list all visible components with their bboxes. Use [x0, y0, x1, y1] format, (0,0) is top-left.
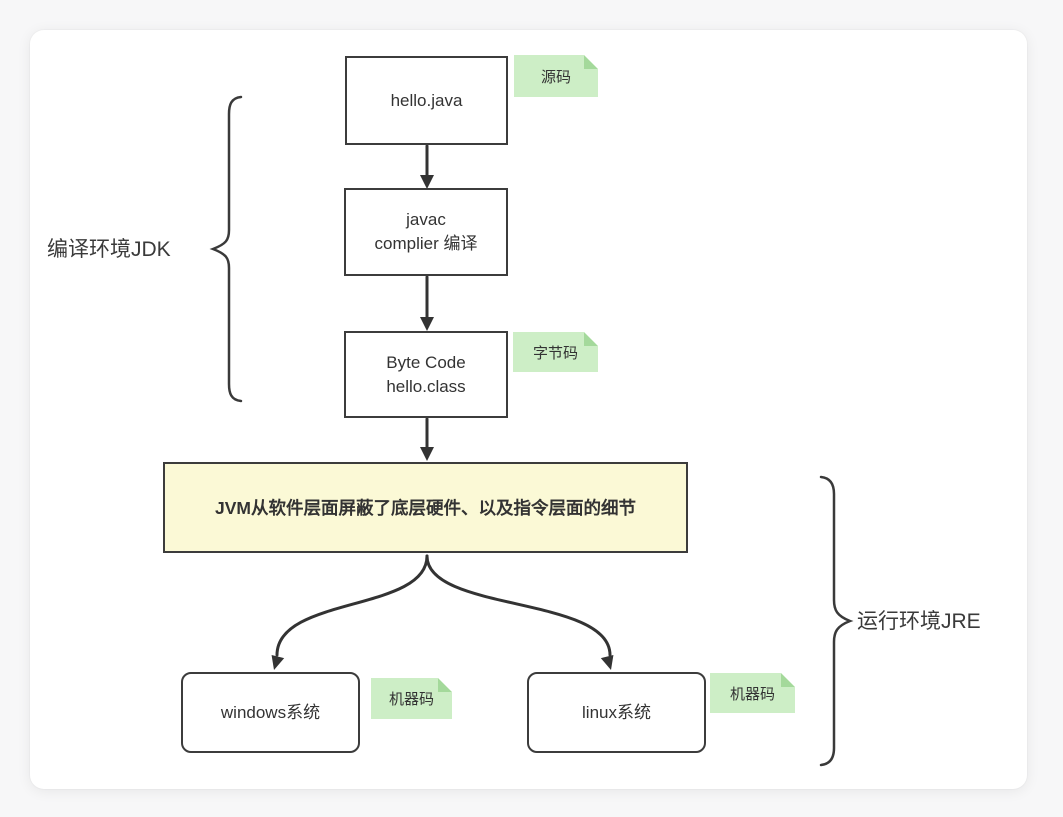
sticky-note-machinecode-linux-label: 机器码: [729, 685, 775, 703]
sticky-note-source-label: 源码: [540, 68, 571, 86]
sticky-note-bytecode: 字节码: [513, 332, 598, 372]
sticky-note-machinecode-windows: 机器码: [371, 678, 452, 719]
sticky-note-machinecode-linux: 机器码: [710, 673, 795, 713]
node-windows: windows系统: [181, 672, 360, 753]
node-linux-label: linux系统: [582, 702, 651, 722]
diagram-card: [30, 30, 1027, 789]
node-hello-java-label: hello.java: [390, 90, 463, 110]
sticky-note-machinecode-windows-label: 机器码: [388, 691, 434, 708]
node-hello-java: hello.java: [345, 56, 508, 145]
node-javac-compiler: javac complier 编译: [344, 188, 508, 276]
node-bytecode: Byte Code hello.class: [344, 331, 508, 418]
node-bytecode-line2: hello.class: [386, 376, 466, 396]
node-bytecode-line1: Byte Code: [386, 352, 466, 372]
node-linux: linux系统: [527, 672, 706, 753]
node-javac-line2: complier 编译: [374, 234, 478, 253]
sticky-note-bytecode-label: 字节码: [532, 344, 578, 362]
jdk-group-label: 编译环境JDK: [47, 238, 171, 261]
sticky-note-source: 源码: [514, 55, 598, 97]
node-javac-line1: javac: [406, 210, 446, 229]
jre-group-label: 运行环境JRE: [857, 610, 981, 633]
node-jvm: JVM从软件层面屏蔽了底层硬件、以及指令层面的细节: [163, 462, 688, 553]
node-jvm-label: JVM从软件层面屏蔽了底层硬件、以及指令层面的细节: [215, 497, 636, 518]
node-windows-label: windows系统: [220, 702, 321, 722]
